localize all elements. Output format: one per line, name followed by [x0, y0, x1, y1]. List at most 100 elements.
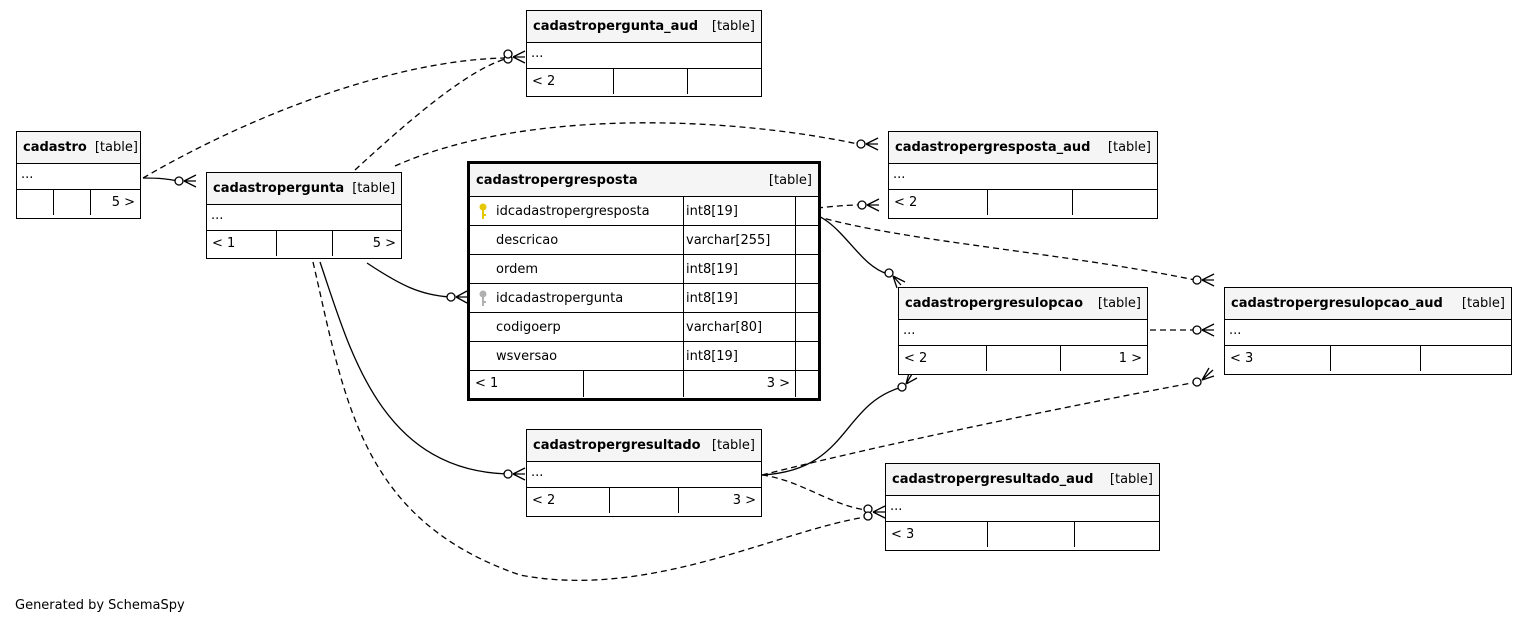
columns-ellipsis: ...	[527, 462, 761, 488]
parents-count[interactable]: < 2	[899, 346, 987, 371]
column-row[interactable]: wsversao int8[19]	[470, 342, 818, 371]
table-name: cadastro	[23, 140, 87, 155]
column-row[interactable]: descricao varchar[255]	[470, 226, 818, 255]
table-header: cadastropergresulopcao_aud [table]	[1225, 288, 1511, 320]
table-type: [table]	[711, 19, 755, 34]
table-cadastropergresposta[interactable]: cadastropergresposta [table] idcadastrop…	[467, 161, 821, 401]
parents-count[interactable]: < 1	[470, 371, 584, 397]
children-count[interactable]	[1421, 346, 1511, 371]
table-name: cadastropergresultado	[533, 438, 701, 453]
generated-by-note: Generated by SchemaSpy	[15, 598, 185, 613]
table-header: cadastropergresulopcao [table]	[899, 288, 1147, 320]
rows-count	[54, 190, 91, 215]
table-cadastropergunta-aud[interactable]: cadastropergunta_aud [table] ... < 2	[526, 10, 762, 97]
table-footer: < 3	[1225, 346, 1511, 371]
table-cadastropergresposta-aud[interactable]: cadastropergresposta_aud [table] ... < 2	[888, 131, 1158, 219]
edge-cadastro-cadastropergunta	[142, 177, 179, 182]
rows-count	[614, 69, 688, 94]
children-count[interactable]	[688, 69, 761, 94]
parents-count[interactable]: < 2	[527, 69, 614, 94]
table-type: [table]	[1107, 140, 1151, 155]
children-count[interactable]: 5 >	[372, 236, 396, 251]
table-header: cadastropergresultado [table]	[527, 430, 761, 462]
columns-ellipsis: ...	[527, 43, 761, 69]
table-type: [table]	[1109, 472, 1153, 487]
children-count[interactable]	[1073, 190, 1157, 215]
children-count[interactable]: 1 >	[1118, 351, 1142, 366]
table-header: cadastro [table]	[17, 132, 140, 164]
column-row[interactable]: codigoerp varchar[80]	[470, 313, 818, 342]
column-type: int8[19]	[684, 284, 796, 312]
column-name: codigoerp	[496, 319, 561, 335]
children-count[interactable]: 5 >	[111, 195, 135, 210]
children-count[interactable]: 3 >	[732, 493, 756, 508]
table-header: cadastropergunta [table]	[207, 173, 401, 205]
table-footer: < 3	[886, 522, 1159, 547]
rows-count	[584, 371, 684, 397]
table-type: [table]	[352, 181, 396, 196]
optional-marker	[1192, 275, 1202, 285]
table-footer: 5 >	[17, 190, 140, 215]
table-footer: < 2	[527, 69, 761, 94]
edge-cadastropergunta-pergresposta-aud	[394, 122, 859, 167]
column-row[interactable]: ordem int8[19]	[470, 255, 818, 284]
foreign-key-icon	[479, 290, 487, 306]
edge-pergresposta-pergresulopcao-aud	[796, 209, 1196, 281]
column-type: varchar[255]	[684, 226, 796, 254]
crowfoot-marker	[1201, 323, 1215, 337]
rows-count	[988, 190, 1073, 215]
parents-count[interactable]: < 3	[1225, 346, 1331, 371]
optional-marker	[884, 268, 894, 278]
table-cadastropergresulopcao[interactable]: cadastropergresulopcao [table] ... < 2 1…	[898, 287, 1148, 375]
table-name: cadastropergresposta	[476, 172, 638, 188]
column-type: int8[19]	[684, 197, 796, 225]
edge-cadastropergunta-pergresposta	[366, 262, 451, 298]
table-cadastropergunta[interactable]: cadastropergunta [table] ... < 1 5 >	[206, 172, 402, 259]
table-footer: < 2 1 >	[899, 346, 1147, 371]
table-footer: < 1 5 >	[207, 231, 401, 256]
rows-count	[610, 488, 679, 513]
columns-ellipsis: ...	[1225, 320, 1511, 346]
column-name: descricao	[496, 232, 559, 248]
crowfoot-marker	[512, 467, 526, 481]
table-name: cadastropergresposta_aud	[895, 140, 1091, 155]
edge-cadastro-cadastropergunta-aud	[142, 57, 506, 179]
column-name: wsversao	[496, 348, 558, 364]
rows-count	[988, 522, 1075, 547]
columns-ellipsis: ...	[889, 164, 1157, 190]
optional-marker	[1192, 377, 1202, 387]
edge-pergresultado-pergresulopcao-aud	[761, 381, 1198, 476]
columns-ellipsis: ...	[17, 164, 140, 190]
optional-marker	[503, 49, 513, 59]
rows-count	[277, 231, 333, 256]
parents-count[interactable]	[17, 190, 54, 215]
table-cadastropergresultado-aud[interactable]: cadastropergresultado_aud [table] ... < …	[885, 463, 1160, 551]
table-cadastro[interactable]: cadastro [table] ... 5 >	[16, 131, 141, 219]
table-cadastropergresultado[interactable]: cadastropergresultado [table] ... < 2 3 …	[526, 429, 762, 517]
parents-count[interactable]: < 3	[886, 522, 988, 547]
columns-ellipsis: ...	[207, 205, 401, 231]
parents-count[interactable]: < 2	[527, 488, 610, 513]
optional-marker	[503, 469, 513, 479]
parents-count[interactable]: < 2	[889, 190, 988, 215]
table-header: cadastropergunta_aud [table]	[527, 11, 761, 43]
table-name: cadastropergresulopcao	[905, 296, 1084, 311]
edge-cadastropergunta-cadastropergunta-aud	[354, 58, 506, 171]
table-type: [table]	[94, 140, 138, 155]
children-count[interactable]	[1075, 522, 1159, 547]
optional-marker	[503, 54, 513, 64]
rows-count	[987, 346, 1061, 371]
column-row[interactable]: idcadastropergresposta int8[19]	[470, 197, 818, 226]
rows-count	[1331, 346, 1421, 371]
column-type: int8[19]	[684, 342, 796, 370]
table-header: cadastropergresposta [table]	[470, 164, 818, 197]
table-cadastropergresulopcao-aud[interactable]: cadastropergresulopcao_aud [table] ... <…	[1224, 287, 1512, 375]
optional-marker	[863, 504, 873, 514]
columns-ellipsis: ...	[899, 320, 1147, 346]
table-type: [table]	[1461, 296, 1505, 311]
primary-key-icon	[479, 203, 487, 219]
parents-count[interactable]: < 1	[207, 231, 277, 256]
column-row[interactable]: idcadastropergunta int8[19]	[470, 284, 818, 313]
children-count[interactable]: 3 >	[684, 371, 796, 397]
column-name: idcadastropergresposta	[496, 203, 650, 219]
